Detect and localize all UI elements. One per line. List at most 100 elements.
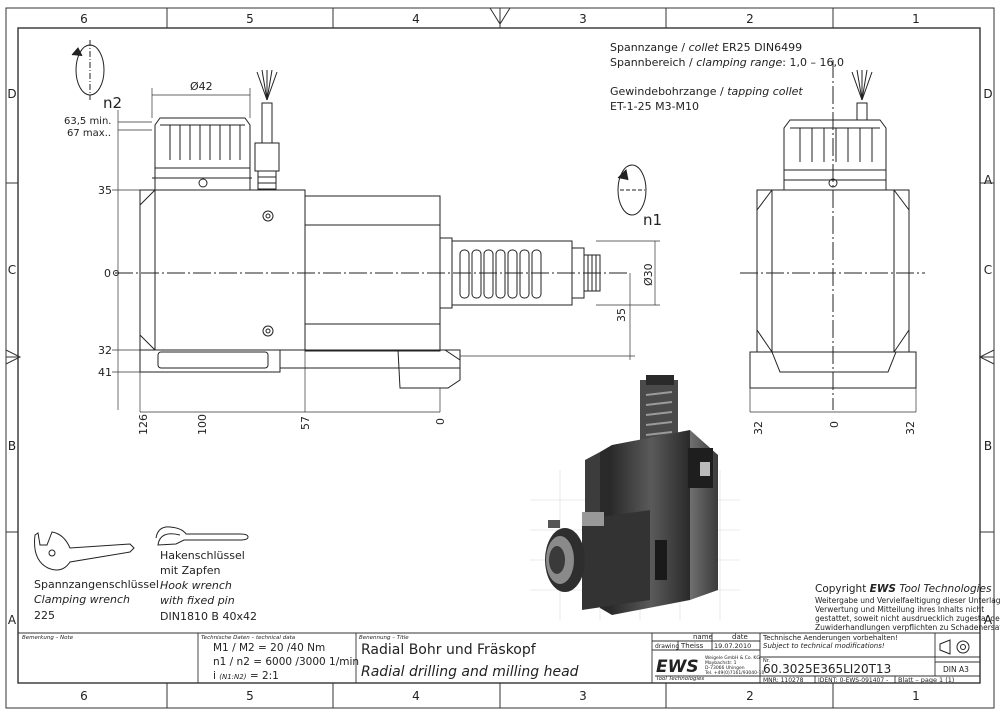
label-n1: n1 (643, 211, 662, 229)
copyright-l1: Weitergabe und Vervielfaeltigung dieser … (815, 596, 1000, 605)
tech-line3: i (N1:N2) = 2:1 (213, 670, 279, 682)
copyright-title: Copyright EWS Tool Technologies (815, 583, 992, 595)
spindle-ribs (459, 249, 542, 299)
dim-126: 126 (137, 414, 150, 435)
right-letter: B (984, 439, 992, 453)
change-de: Technische Aenderungen vorbehalten! (762, 634, 898, 642)
title-label: Benennung – Title (359, 635, 409, 641)
tech-label: Technische Daten – technical data (201, 635, 296, 641)
coolant-spray-icon (256, 69, 278, 101)
clamping-wrench-de: Spannzangenschlüssel (34, 578, 159, 591)
rotation-n2-icon (71, 40, 105, 100)
top-num: 5 (246, 12, 254, 26)
col-date: date (732, 633, 748, 641)
dim-41: 41 (98, 366, 112, 379)
clamping-wrench-en: Clamping wrench (34, 593, 130, 606)
mnr: MNR: 110278 (763, 677, 804, 684)
copyright-l4: Zuwiderhandlungen verpflichten zu Schade… (815, 623, 1000, 632)
side-view (71, 40, 647, 389)
addr3: D-73066 Uhingen (705, 665, 745, 671)
ident: IDENT: 0-EWS-091407 - (818, 677, 888, 684)
spec-line3: Gewindebohrzange / tapping collet (610, 85, 803, 98)
ews-logo: EWS (656, 657, 699, 677)
drawer-name: Theiss (680, 642, 704, 650)
dim-r0: 0 (828, 421, 841, 428)
rotation-n1-icon (617, 164, 647, 216)
centering-marks (5, 7, 995, 365)
right-letter: C (984, 263, 992, 277)
title-block-texts: Bemerkung – Note Technische Daten – tech… (22, 633, 969, 684)
drawing-date: 19.07.2010 (714, 642, 751, 650)
tech-line2: n1 / n2 = 6000 /3000 1/min (213, 656, 359, 668)
wrench-texts: Spannzangenschlüssel Clamping wrench 225… (34, 549, 257, 623)
col-name: name (693, 633, 713, 641)
left-letter: C (8, 263, 16, 277)
remark-label: Bemerkung – Note (22, 635, 74, 641)
dim-0: 0 (104, 267, 111, 280)
product-3d-render (530, 375, 740, 620)
title-block (18, 632, 980, 683)
bottom-num: 5 (246, 689, 254, 703)
bottom-num: 2 (746, 689, 754, 703)
sheet: Blatt – page 1 (1) (898, 676, 954, 684)
row-drawing: drawing (655, 643, 679, 650)
dim-r32a: 32 (752, 421, 765, 435)
spec-line2: Spannbereich / clamping range: 1,0 – 16,… (610, 56, 844, 69)
spec-line4: ET-1-25 M3-M10 (610, 100, 699, 113)
side-dim-texts: Ø42 n2 63,5 min. 67 max.. 35 0 32 41 n1 … (64, 80, 662, 435)
top-num: 3 (579, 12, 587, 26)
left-letter: A (8, 613, 17, 627)
dim-max: 67 max.. (67, 128, 111, 139)
bottom-num: 4 (412, 689, 420, 703)
right-letter: D (983, 87, 992, 101)
dim-x0: 0 (434, 418, 447, 425)
coolant-spray-icon (851, 69, 873, 101)
nr-label: Nr. (763, 658, 770, 664)
format: DIN A3 (943, 665, 969, 674)
dim-d42: Ø42 (190, 80, 213, 93)
top-num: 1 (912, 12, 920, 26)
front-view (740, 60, 925, 410)
top-num: 4 (412, 12, 420, 26)
addr2: Maybachstr. 1 (705, 660, 737, 666)
dim-32: 32 (98, 344, 112, 357)
frame-labels: 6 5 4 3 2 1 6 5 4 3 2 1 D C B A D C B A … (7, 12, 993, 703)
bottom-num: 1 (912, 689, 920, 703)
projection-symbol-icon (939, 639, 970, 655)
change-en: Subject to technical modifications! (763, 642, 885, 650)
title-en: Radial drilling and milling head (361, 664, 579, 680)
copyright-l3: gestattet, soweit nicht ausdruecklich zu… (815, 614, 1000, 623)
dim-v35: 35 (615, 308, 628, 322)
hook-wrench-de1: Hakenschlüssel (160, 549, 245, 562)
right-letter: A (984, 173, 993, 187)
front-dim-texts: 32 0 32 (752, 421, 917, 435)
left-letter: D (7, 87, 16, 101)
spec-line1: Spannzange / collet ER25 DIN6499 (610, 41, 802, 54)
dim-35: 35 (98, 184, 112, 197)
copyright-block: Copyright EWS Tool Technologies Weiterga… (815, 583, 1000, 632)
hook-wrench-val: DIN1810 B 40x42 (160, 610, 257, 623)
front-dimensions (749, 388, 917, 413)
clamping-wrench-val: 225 (34, 609, 55, 622)
spec-block: Spannzange / collet ER25 DIN6499 Spannbe… (610, 41, 844, 113)
addr1: Weigele GmbH & Co. KG (705, 655, 760, 661)
dim-r32b: 32 (904, 421, 917, 435)
top-num: 2 (746, 12, 754, 26)
top-num: 6 (80, 12, 88, 26)
dim-57: 57 (299, 416, 312, 430)
addr4: Tel. +49(0)7161/93040-10 (704, 670, 765, 676)
hook-wrench-en2: with fixed pin (160, 594, 235, 607)
bottom-num: 3 (579, 689, 587, 703)
tech-line1: M1 / M2 = 20 /40 Nm (213, 642, 325, 654)
bottom-num: 6 (80, 689, 88, 703)
hook-wrench-icon (155, 526, 249, 546)
dim-100: 100 (196, 414, 209, 435)
copyright-l2: Verwertung und Mitteilung ihres Inhalts … (815, 605, 984, 614)
left-letter: B (8, 439, 16, 453)
side-dimensions (112, 88, 660, 413)
label-n2: n2 (103, 94, 122, 112)
hook-wrench-en1: Hook wrench (160, 579, 232, 592)
title-de: Radial Bohr und Fräskopf (361, 642, 537, 658)
right-letter: A (984, 613, 993, 627)
